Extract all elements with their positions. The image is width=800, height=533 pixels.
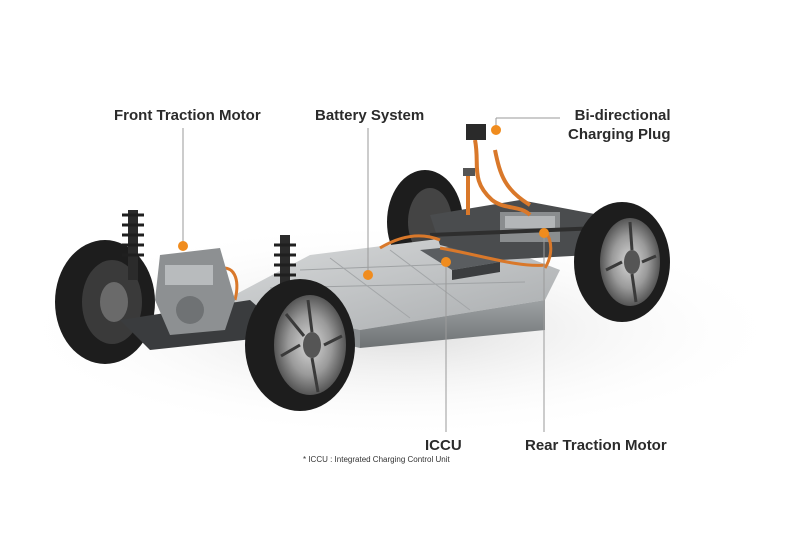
label-bidirectional-line2: Charging Plug	[568, 126, 671, 143]
footnote-iccu: * ICCU : Integrated Charging Control Uni…	[303, 455, 450, 464]
label-rear-traction-motor: Rear Traction Motor	[525, 437, 667, 454]
label-bidirectional-charging-plug: Bi-directional Charging Plug	[568, 106, 671, 144]
markers	[178, 125, 549, 280]
marker-iccu	[441, 257, 451, 267]
label-iccu: ICCU	[425, 437, 462, 454]
marker-charging-plug	[491, 125, 501, 135]
front-left-wheel	[55, 240, 155, 364]
rear-right-wheel	[574, 202, 670, 322]
label-front-traction-motor: Front Traction Motor	[114, 107, 261, 124]
label-battery-system: Battery System	[315, 107, 425, 124]
label-bidirectional-line1: Bi-directional	[574, 107, 671, 124]
marker-rear-motor	[539, 228, 549, 238]
charging-plug-cable	[466, 139, 532, 217]
charging-plug	[463, 124, 486, 176]
marker-battery	[363, 270, 373, 280]
front-right-wheel	[245, 279, 355, 411]
marker-front-motor	[178, 241, 188, 251]
front-traction-motor-body	[155, 248, 235, 335]
